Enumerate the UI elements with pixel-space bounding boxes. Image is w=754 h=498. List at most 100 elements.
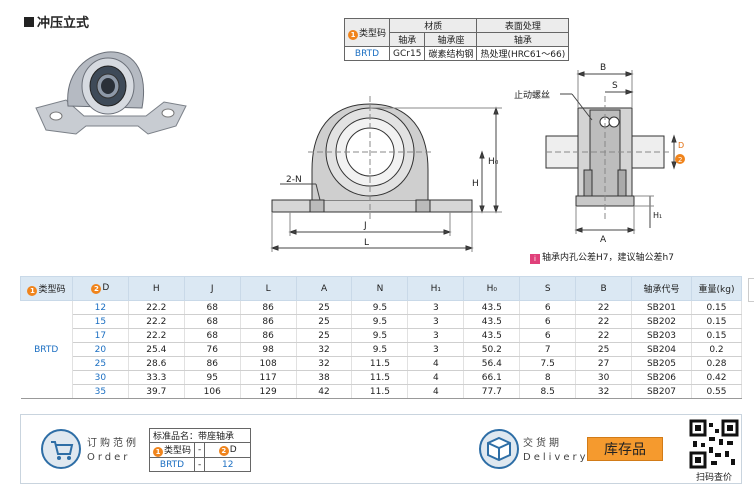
spec-cell: 30 <box>72 370 129 385</box>
spec-cell: 98 <box>240 342 297 357</box>
label-set-screw: 止动螺丝 <box>514 89 550 101</box>
spec-header-11: 轴承代号 <box>631 276 692 301</box>
label-l: L <box>364 238 369 248</box>
material-sub-surface: 轴承 <box>476 32 570 47</box>
front-view <box>270 96 502 252</box>
spec-cell: SB206 <box>631 370 692 385</box>
spec-header-9: S <box>519 276 577 301</box>
spec-cell: 7.5 <box>519 356 577 371</box>
spec-cell: 3 <box>407 300 465 315</box>
section-title: 冲压立式 <box>24 12 89 31</box>
spec-cell: 6 <box>519 328 577 343</box>
marker-2-icon: 2 <box>91 284 102 294</box>
spec-cell: 43.5 <box>463 314 521 329</box>
spec-cell: 8.5 <box>519 384 577 399</box>
label-b: B <box>600 63 606 73</box>
spec-cell: SB205 <box>631 356 692 371</box>
spec-cell: 25 <box>575 342 633 357</box>
spec-cell: 68 <box>184 314 241 329</box>
order-val-dash: - <box>194 457 206 472</box>
spec-cell: 9.5 <box>351 342 409 357</box>
spec-header-12: 重量(kg) <box>690 276 743 301</box>
side-scroll-tab[interactable] <box>748 278 754 302</box>
order-col-dash: - <box>194 442 206 458</box>
spec-cell: 0.2 <box>691 342 743 357</box>
spec-cell: SB201 <box>631 300 692 315</box>
spec-cell: 32 <box>296 342 353 357</box>
spec-cell: 22.2 <box>128 300 185 315</box>
delivery-title: 交货期 Delivery <box>523 438 589 463</box>
product-photo <box>35 51 187 135</box>
spec-cell: 43.5 <box>463 328 521 343</box>
spec-cell: 0.55 <box>691 384 743 399</box>
label-2n: 2-N <box>286 175 302 185</box>
spec-cell: 117 <box>240 370 297 385</box>
label-s: S <box>612 81 618 91</box>
material-col-surface: 表面处理 <box>476 18 570 33</box>
spec-cell: 68 <box>184 300 241 315</box>
spec-cell: SB204 <box>631 342 692 357</box>
spec-cell: 22 <box>575 300 633 315</box>
spec-cell: 77.7 <box>463 384 521 399</box>
spec-cell: SB207 <box>631 384 692 399</box>
material-type-value: BRTD <box>343 46 391 61</box>
material-col-material: 材质 <box>389 18 478 33</box>
label-h: H <box>472 179 479 189</box>
spec-cell: 3 <box>407 314 465 329</box>
spec-cell: 28.6 <box>128 356 185 371</box>
marker-2-icon <box>675 154 685 164</box>
spec-cell: 106 <box>184 384 241 399</box>
spec-cell: 11.5 <box>351 384 409 399</box>
spec-cell: 30 <box>575 370 633 385</box>
spec-cell: 8 <box>519 370 577 385</box>
spec-header-6: N <box>351 276 409 301</box>
spec-cell: 25.4 <box>128 342 185 357</box>
spec-cell: 22.2 <box>128 314 185 329</box>
spec-cell: 32 <box>296 356 353 371</box>
spec-cell: 86 <box>184 356 241 371</box>
spec-cell: 129 <box>240 384 297 399</box>
spec-cell: 0.15 <box>691 300 743 315</box>
side-view <box>545 70 677 234</box>
spec-cell: 33.3 <box>128 370 185 385</box>
material-bearing-value: GCr15 <box>389 46 426 61</box>
marker-1-icon: 1 <box>27 285 38 296</box>
spec-cell: 6 <box>519 314 577 329</box>
spec-type-code: BRTD <box>20 300 73 399</box>
label-d: D <box>678 141 684 150</box>
spec-cell: 20 <box>72 342 129 357</box>
spec-header-10: B <box>575 276 633 301</box>
label-h0: H₀ <box>488 157 499 167</box>
spec-cell: 4 <box>407 370 465 385</box>
label-h1: H₁ <box>653 211 662 220</box>
label-j: J <box>363 221 367 231</box>
spec-cell: 32 <box>575 384 633 399</box>
cart-icon <box>41 429 81 469</box>
spec-cell: 56.4 <box>463 356 521 371</box>
spec-cell: 42 <box>296 384 353 399</box>
spec-cell: 25 <box>296 314 353 329</box>
qr-code-icon[interactable] <box>689 419 739 469</box>
spec-header-2: H <box>127 276 185 301</box>
spec-cell: 0.28 <box>691 356 743 371</box>
spec-cell: 86 <box>240 314 297 329</box>
spec-cell: 86 <box>240 328 297 343</box>
spec-cell: 4 <box>407 384 465 399</box>
stock-badge: 库存品 <box>587 437 663 461</box>
delivery-box-icon <box>479 429 519 469</box>
spec-cell: 9.5 <box>351 300 409 315</box>
spec-cell: SB202 <box>631 314 692 329</box>
spec-cell: 76 <box>184 342 241 357</box>
label-a: A <box>600 235 607 245</box>
order-val-type: BRTD <box>148 457 196 472</box>
spec-cell: SB203 <box>631 328 692 343</box>
order-val-d: 12 <box>204 457 252 472</box>
